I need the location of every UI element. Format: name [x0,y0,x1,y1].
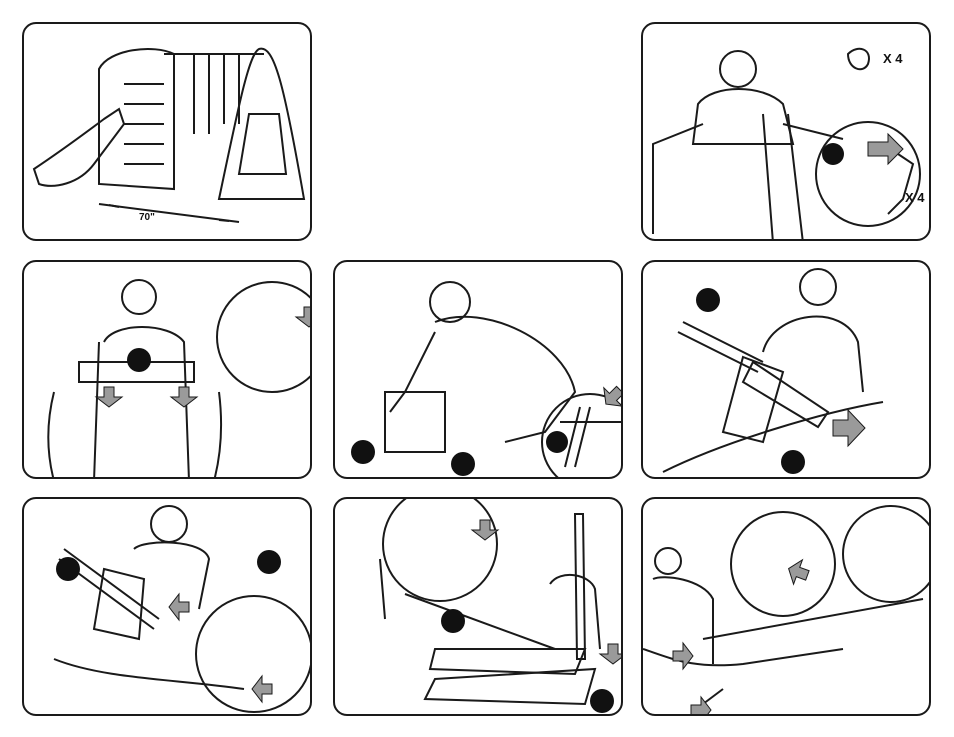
dimension-label: 70" [139,212,155,223]
qty-label-top: X 4 [883,51,903,66]
callout-dot [441,609,465,633]
callout-dot [351,440,375,464]
step7-illustration [643,499,931,716]
callout-dot [451,452,475,476]
step2-panel [22,260,312,479]
overview-panel: 70" [22,22,312,241]
step5-illustration [24,499,312,716]
step2-illustration [24,262,312,479]
callout-dot [590,689,614,713]
callout-dot [546,431,568,453]
step7-panel [641,497,931,716]
callout-dot [781,450,805,474]
step5-panel [22,497,312,716]
step1-panel: X 4 X 4 [641,22,931,241]
qty-label-bottom: X 4 [905,190,925,205]
callout-dot [257,550,281,574]
step6-illustration [335,499,623,716]
step3-illustration [335,262,623,479]
step3-panel [333,260,623,479]
callout-dot [822,143,844,165]
step4-panel [641,260,931,479]
playset-illustration [24,24,312,241]
callout-dot [56,557,80,581]
step4-illustration [643,262,931,479]
callout-dot [696,288,720,312]
step6-panel [333,497,623,716]
callout-dot [127,348,151,372]
